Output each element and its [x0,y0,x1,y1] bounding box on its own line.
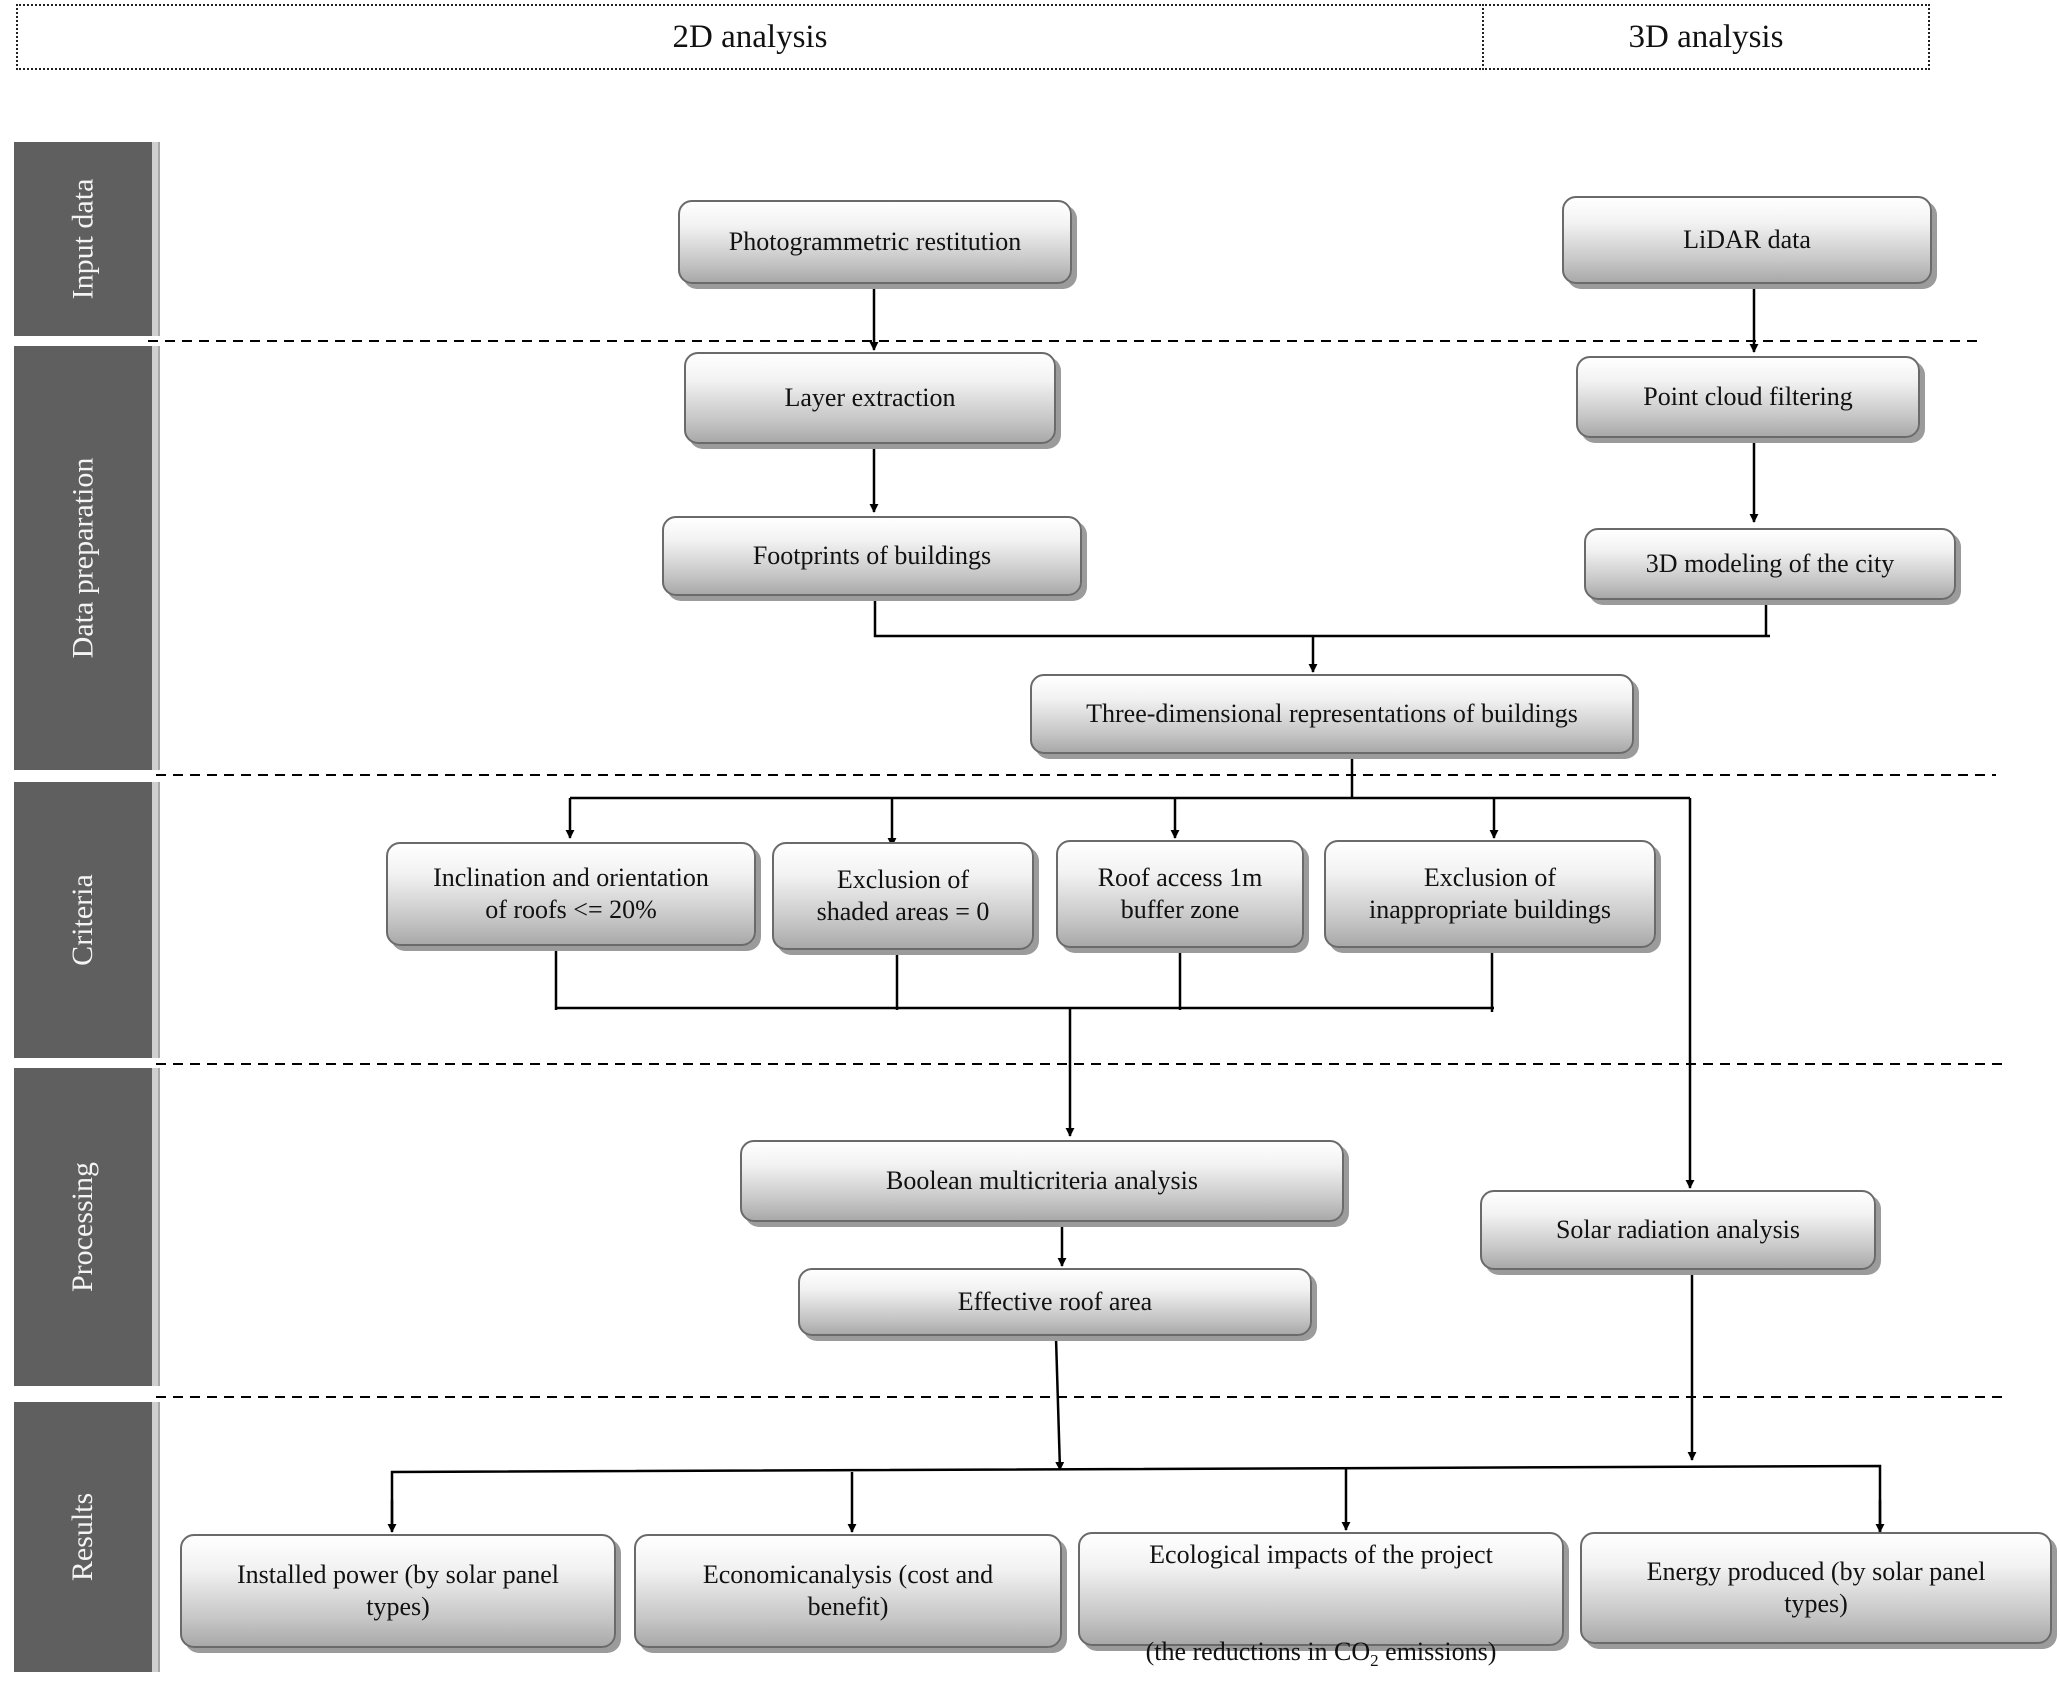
node-label: Inclination and orientation of roofs <= … [433,862,709,925]
node-label: LiDAR data [1683,224,1811,254]
node-boolean-multicriteria-analysis: Boolean multicriteria analysis [740,1140,1344,1222]
node-label: Layer extraction [784,382,956,412]
node-label: Effective roof area [957,1286,1153,1316]
lane-separators [148,340,2008,1398]
node-label: Ecological impacts of the project (the r… [1146,1506,1497,1671]
lane-processing: Processing [14,1068,152,1386]
node-effective-roof-area: Effective roof area [798,1268,1312,1336]
node-label: Installed power (by solar panel types) [236,1559,559,1622]
node-label: Economicanalysis (cost and benefit) [702,1559,994,1622]
node-label-line-1: Ecological impacts of the project [1149,1539,1493,1569]
node-inclination-orientation: Inclination and orientation of roofs <= … [386,842,756,946]
node-installed-power: Installed power (by solar panel types) [180,1534,616,1648]
node-label: Footprints of buildings [752,540,992,570]
lane-criteria: Criteria [14,782,152,1058]
node-point-cloud-filtering: Point cloud filtering [1576,356,1920,438]
node-energy-produced: Energy produced (by solar panel types) [1580,1532,2052,1644]
node-roof-access-buffer: Roof access 1m buffer zone [1056,840,1304,948]
node-label: Exclusion of shaded areas = 0 [816,864,990,927]
node-label: Boolean multicriteria analysis [886,1165,1198,1195]
node-label-line-2b: emissions) [1378,1637,1497,1667]
node-label: 3D modeling of the city [1645,548,1895,578]
node-solar-radiation-analysis: Solar radiation analysis [1480,1190,1876,1270]
node-label: Three-dimensional representations of bui… [1086,698,1578,728]
header-3d-analysis: 3D analysis [1482,4,1930,70]
node-exclusion-shaded-areas: Exclusion of shaded areas = 0 [772,842,1034,950]
lane-results: Results [14,1402,152,1672]
node-photogrammetric-restitution: Photogrammetric restitution [678,200,1072,284]
node-footprints-of-buildings: Footprints of buildings [662,516,1082,596]
node-exclusion-inappropriate-buildings: Exclusion of inappropriate buildings [1324,840,1656,948]
header-2d-label: 2D analysis [672,18,828,55]
node-three-dimensional-representations: Three-dimensional representations of bui… [1030,674,1634,754]
header-3d-label: 3D analysis [1628,18,1784,55]
node-layer-extraction: Layer extraction [684,352,1056,444]
node-ecological-impacts: Ecological impacts of the project (the r… [1078,1532,1564,1670]
node-label: Exclusion of inappropriate buildings [1369,862,1611,925]
node-label: Solar radiation analysis [1555,1214,1801,1244]
node-economic-analysis: Economicanalysis (cost and benefit) [634,1534,1062,1648]
node-lidar-data: LiDAR data [1562,196,1932,284]
lane-input-data: Input data [14,142,152,336]
header-2d-analysis: 2D analysis [16,4,1484,70]
node-label: Photogrammetric restitution [728,226,1022,256]
co2-subscript: 2 [1370,1651,1379,1671]
node-3d-modeling-of-the-city: 3D modeling of the city [1584,528,1956,600]
lane-data-preparation: Data preparation [14,346,152,770]
node-label: Point cloud filtering [1643,381,1853,411]
node-label: Energy produced (by solar panel types) [1646,1556,1986,1619]
node-label-line-2a: (the reductions in CO [1145,1637,1371,1667]
node-label: Roof access 1m buffer zone [1097,862,1263,925]
